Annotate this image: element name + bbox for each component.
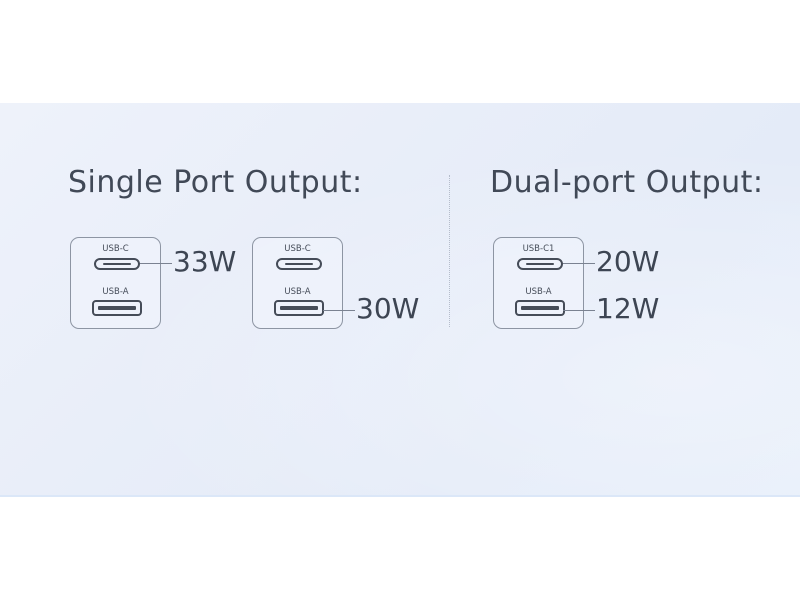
port-label-usb-c1: USB-C1: [522, 244, 555, 254]
banner-background: [0, 103, 800, 497]
charger-single-c: USB-C USB-A: [70, 237, 161, 329]
leader-line: [323, 310, 355, 311]
leader-line: [140, 263, 172, 264]
charger-single-a: USB-C USB-A: [252, 237, 343, 329]
wattage-usb-c1-dual: 20W: [596, 245, 660, 278]
section-divider: [449, 175, 450, 327]
leader-line: [563, 310, 595, 311]
usb-a-port-icon: [92, 300, 142, 316]
port-label-usb-c: USB-C: [102, 244, 129, 254]
wattage-usb-c-single: 33W: [173, 245, 237, 278]
usb-a-port-icon: [274, 300, 324, 316]
usb-a-port-icon: [515, 300, 565, 316]
usb-c-port-icon: [94, 258, 140, 270]
dual-port-title: Dual-port Output:: [490, 165, 764, 200]
usb-c-port-icon: [517, 258, 563, 270]
port-label-usb-a: USB-A: [525, 287, 552, 297]
usb-c-port-icon: [276, 258, 322, 270]
charger-dual: USB-C1 USB-A: [493, 237, 584, 329]
port-label-usb-a: USB-A: [102, 287, 129, 297]
wattage-usb-a-dual: 12W: [596, 292, 660, 325]
port-label-usb-c: USB-C: [284, 244, 311, 254]
wattage-usb-a-single: 30W: [356, 292, 420, 325]
leader-line: [563, 263, 595, 264]
single-port-title: Single Port Output:: [68, 165, 363, 200]
port-label-usb-a: USB-A: [284, 287, 311, 297]
